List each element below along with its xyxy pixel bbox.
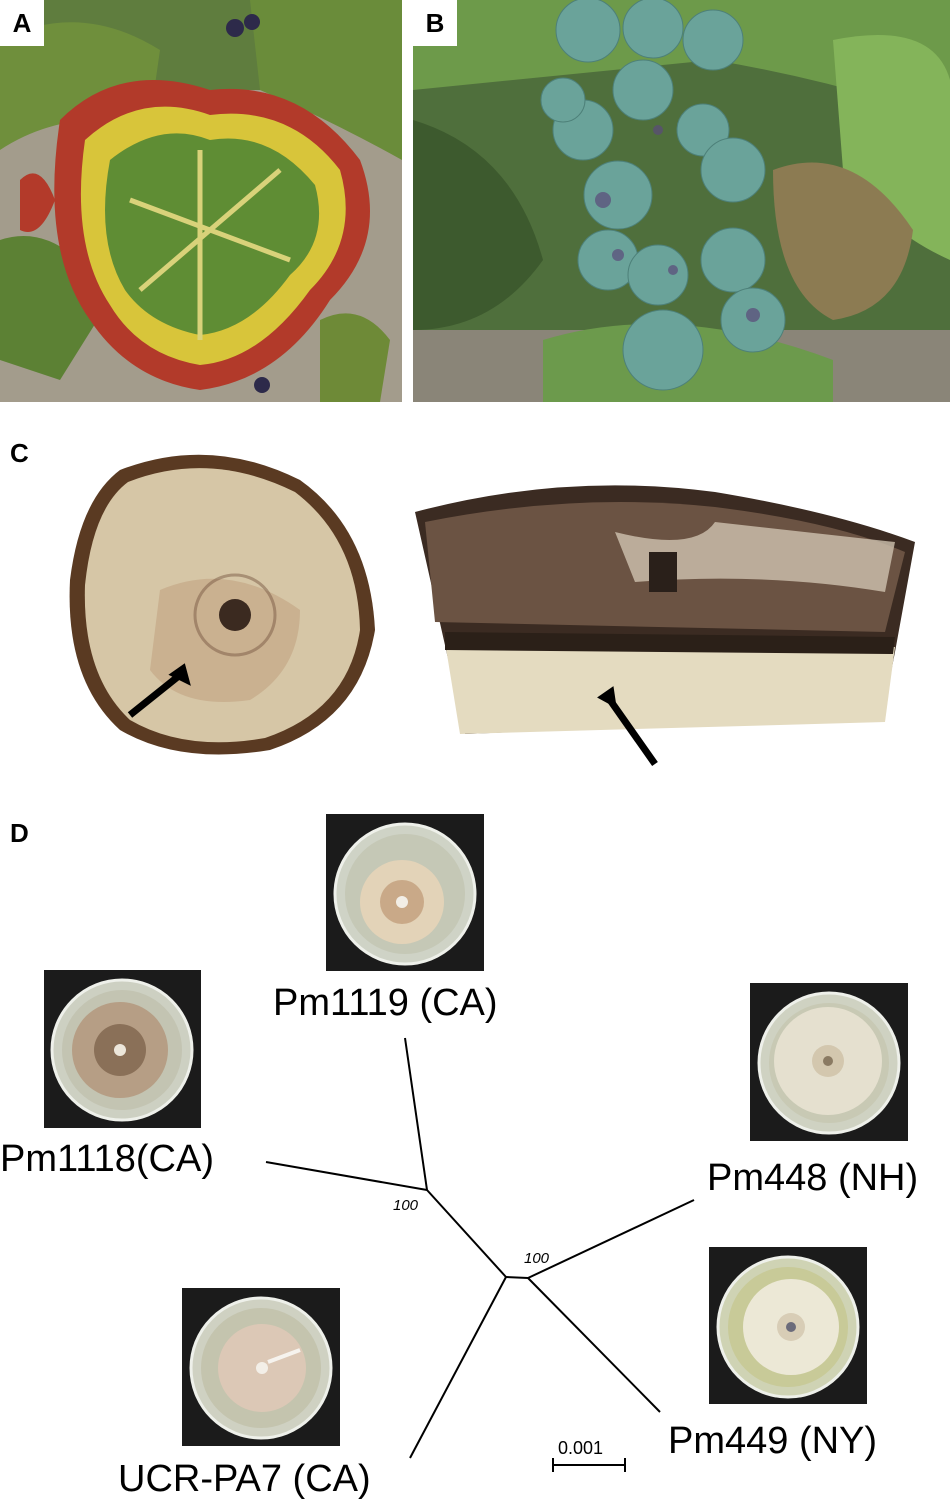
panel-b-grape-photo xyxy=(413,0,950,402)
branch-pm448 xyxy=(527,1199,695,1279)
panel-c-letter: C xyxy=(10,438,29,468)
taxon-label-pm1118: Pm1118(CA) xyxy=(0,1138,214,1180)
panel-c-wood-cross-section xyxy=(69,454,376,755)
scale-bar-label: 0.001 xyxy=(558,1438,604,1458)
branch-ucr xyxy=(409,1276,507,1459)
branch-right-internal xyxy=(505,1276,529,1279)
leaf-illustration xyxy=(0,0,402,402)
taxon-label-ucr-pa7: UCR-PA7 (CA) xyxy=(118,1458,371,1500)
bootstrap-left-node: 100 xyxy=(393,1197,419,1214)
dish-ucr-pa7 xyxy=(182,1288,340,1446)
branch-pm1118 xyxy=(265,1161,428,1191)
taxon-label-pm1119: Pm1119 (CA) xyxy=(273,982,498,1024)
dish-pm1118 xyxy=(44,970,201,1128)
taxon-label-pm448: Pm448 (NH) xyxy=(707,1157,919,1199)
dish-pm448 xyxy=(750,983,908,1141)
panel-a-leaf-photo xyxy=(0,0,402,402)
dish-pm1119 xyxy=(326,814,484,971)
panel-c-wood-longitudinal-section xyxy=(415,485,915,767)
grape-illustration xyxy=(413,0,950,402)
branch-pm449 xyxy=(527,1277,661,1413)
branch-pm1119 xyxy=(404,1037,428,1191)
panel-a-letter: A xyxy=(0,0,44,46)
dish-pm449 xyxy=(709,1247,867,1404)
bootstrap-right-node: 100 xyxy=(524,1250,550,1267)
branch-internal xyxy=(426,1189,507,1278)
taxon-label-pm449: Pm449 (NY) xyxy=(668,1420,878,1462)
panel-d-letter: D xyxy=(10,818,29,848)
panel-b-letter: B xyxy=(413,0,457,46)
